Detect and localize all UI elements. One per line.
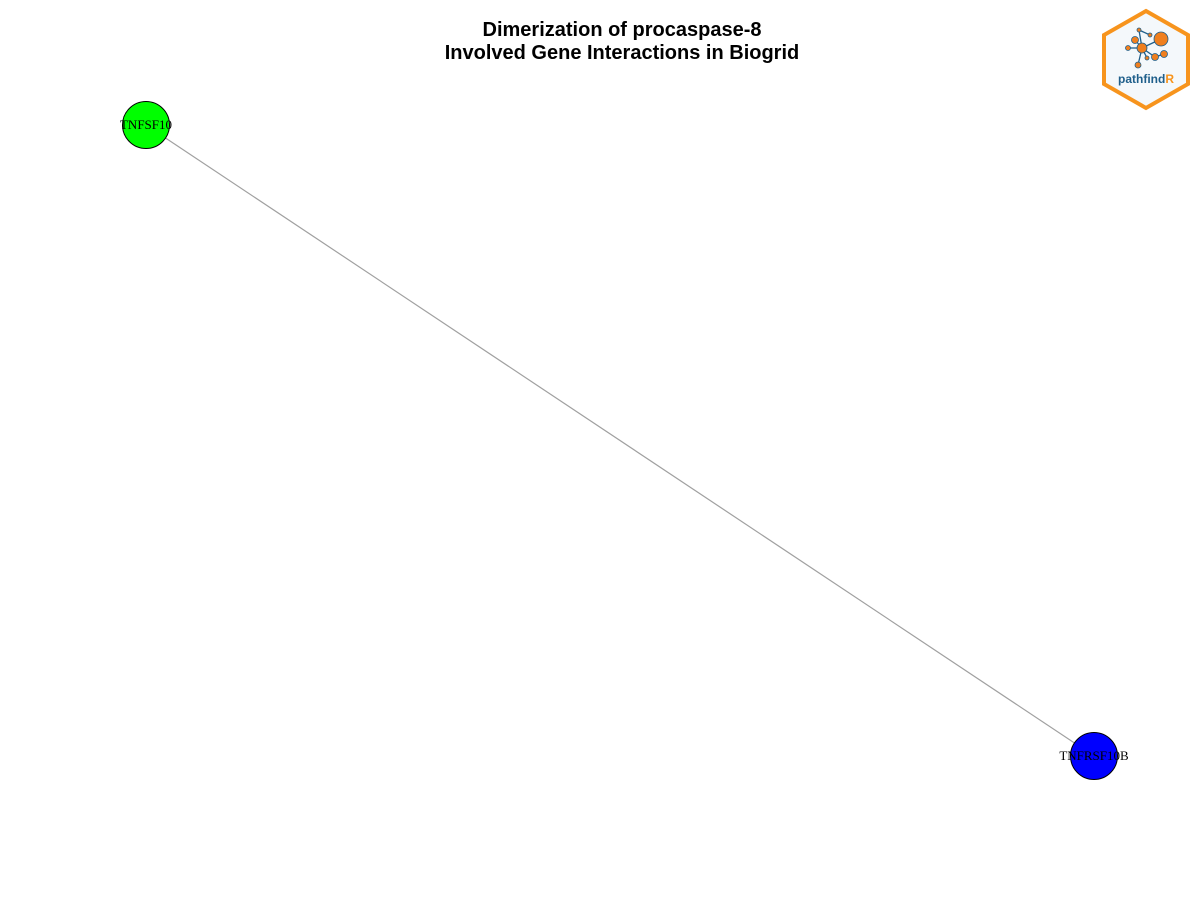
chart-title: Dimerization of procaspase-8 Involved Ge… [0, 19, 1200, 65]
network-graph-icon [1125, 27, 1169, 69]
gene-node-circle [1070, 732, 1118, 780]
gene-node-label: TNFRSF10B [1059, 748, 1129, 763]
gene-node-tnfrsf10b[interactable]: TNFRSF10B [1059, 732, 1129, 780]
title-line-2: Involved Gene Interactions in Biogrid [444, 42, 800, 64]
logo-text: pathfindR [1118, 72, 1174, 86]
title-line-1: Dimerization of procaspase-8 [482, 19, 762, 41]
interaction-edge [145, 124, 1095, 757]
gene-node-label: TNFSF10 [120, 117, 172, 132]
gene-node-tnfsf10[interactable]: TNFSF10 [120, 101, 172, 149]
pathfindr-logo: pathfindR [1102, 8, 1190, 111]
gene-node-circle [122, 101, 170, 149]
